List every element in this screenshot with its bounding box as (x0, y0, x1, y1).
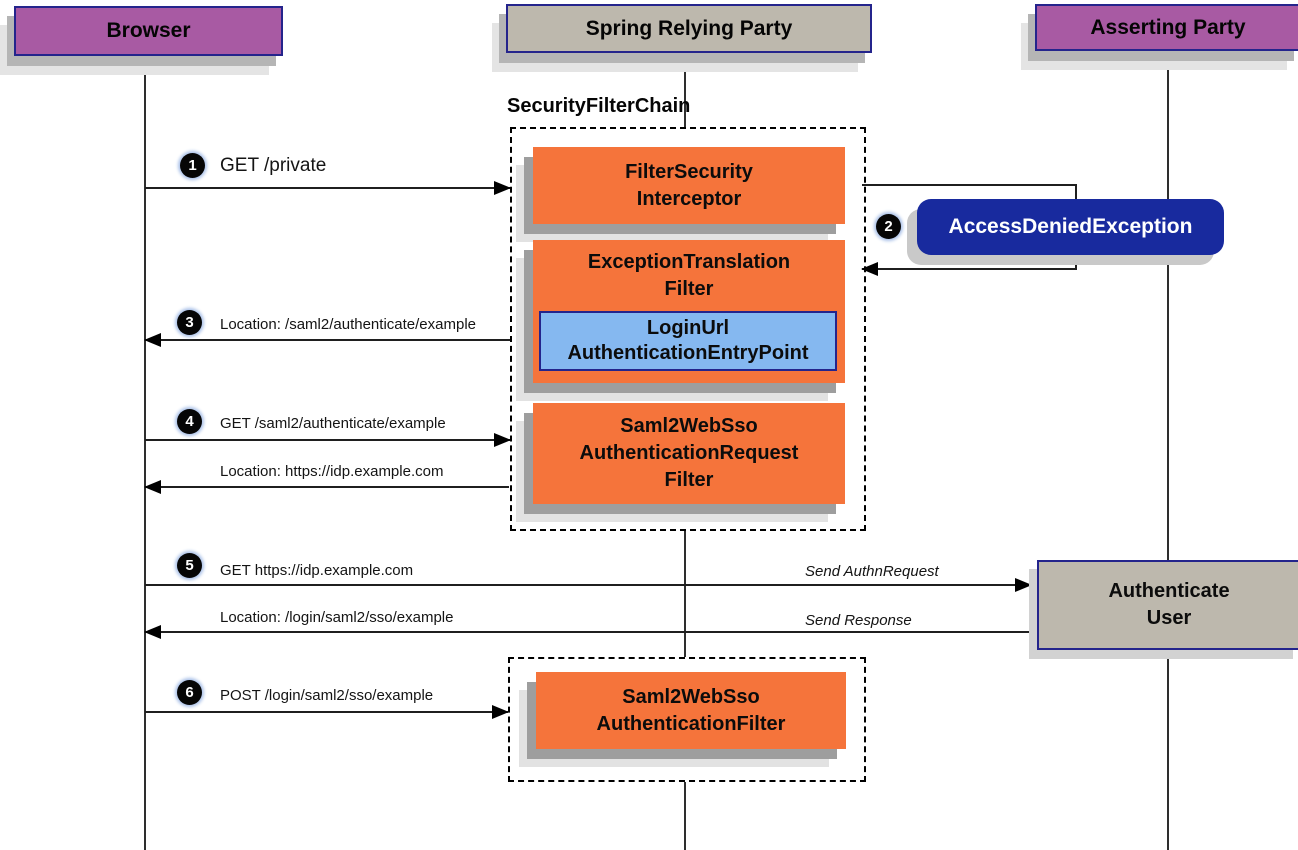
step2-badge: 2 (876, 214, 901, 239)
saml2-authn-request-filter-box: Saml2WebSso AuthenticationRequest Filter (533, 403, 845, 504)
exception-connector-return (861, 262, 1077, 276)
step4-arrow (145, 433, 511, 447)
saml2-authentication-filter-box: Saml2WebSso AuthenticationFilter (536, 672, 846, 749)
step3-badge: 3 (177, 310, 202, 335)
step5-response-annotation: Send Response (805, 612, 912, 629)
access-denied-exception-box: AccessDeniedException (917, 199, 1224, 255)
step6-badge: 6 (177, 680, 202, 705)
exception-translation-filter-line1: ExceptionTranslation (587, 251, 791, 273)
filter-security-interceptor-line2: Interceptor (636, 187, 742, 210)
step6-label: POST /login/saml2/sso/example (220, 687, 434, 704)
step1-badge: 1 (180, 153, 205, 178)
filter-security-interceptor-box: FilterSecurity Interceptor (533, 147, 845, 224)
step5-response-label: Location: /login/saml2/sso/example (220, 609, 454, 626)
security-filter-chain-title: SecurityFilterChain (507, 95, 691, 117)
asserting-party-actor-box: Asserting Party (1035, 4, 1298, 51)
step4-response-label: Location: https://idp.example.com (220, 463, 444, 480)
saml2-authentication-filter-line2: AuthenticationFilter (596, 712, 786, 735)
exception-translation-filter-box: ExceptionTranslation Filter LoginUrl Aut… (533, 240, 845, 383)
step4-label: GET /saml2/authenticate/example (220, 415, 446, 432)
saml2-authn-request-filter-line1: Saml2WebSso (620, 415, 758, 437)
step5-annotation: Send AuthnRequest (805, 563, 939, 580)
relying-party-actor-box: Spring Relying Party (506, 4, 872, 53)
login-url-entry-point-line2: AuthenticationEntryPoint (567, 342, 809, 364)
access-denied-exception-label: AccessDeniedException (948, 215, 1193, 238)
browser-lifeline (144, 52, 146, 850)
saml2-authn-request-filter-line3: Filter (664, 469, 714, 491)
step5-return-arrow (144, 625, 1037, 639)
saml2-authn-request-filter-line2: AuthenticationRequest (579, 442, 799, 464)
step1-arrow (145, 181, 511, 195)
step1-label: GET /private (220, 155, 327, 176)
step5-badge: 5 (177, 553, 202, 578)
relying-party-actor-label: Spring Relying Party (585, 16, 793, 40)
authenticate-user-box: Authenticate User (1037, 560, 1298, 650)
filter-security-interceptor-line1: FilterSecurity (625, 160, 753, 183)
browser-actor-box: Browser (14, 6, 283, 56)
exception-translation-filter-line2: Filter (664, 278, 714, 300)
step5-label: GET https://idp.example.com (220, 562, 414, 579)
exception-connector-top (862, 184, 1077, 186)
authenticate-user-line2: User (1146, 607, 1192, 629)
step3-arrow (144, 333, 510, 347)
step3-label: Location: /saml2/authenticate/example (220, 316, 476, 333)
step6-arrow (145, 705, 509, 719)
browser-actor-label: Browser (106, 19, 191, 42)
login-url-entry-point-line1: LoginUrl (646, 317, 730, 339)
saml2-authentication-filter-line1: Saml2WebSso (622, 685, 760, 708)
authenticate-user-line1: Authenticate (1108, 580, 1230, 602)
login-url-entry-point-box: LoginUrl AuthenticationEntryPoint (539, 311, 837, 371)
step4-return-arrow (144, 480, 509, 494)
asserting-party-actor-label: Asserting Party (1090, 15, 1246, 39)
step4-badge: 4 (177, 409, 202, 434)
asserting-party-lifeline (1167, 46, 1169, 850)
step5-arrow (145, 578, 1032, 592)
